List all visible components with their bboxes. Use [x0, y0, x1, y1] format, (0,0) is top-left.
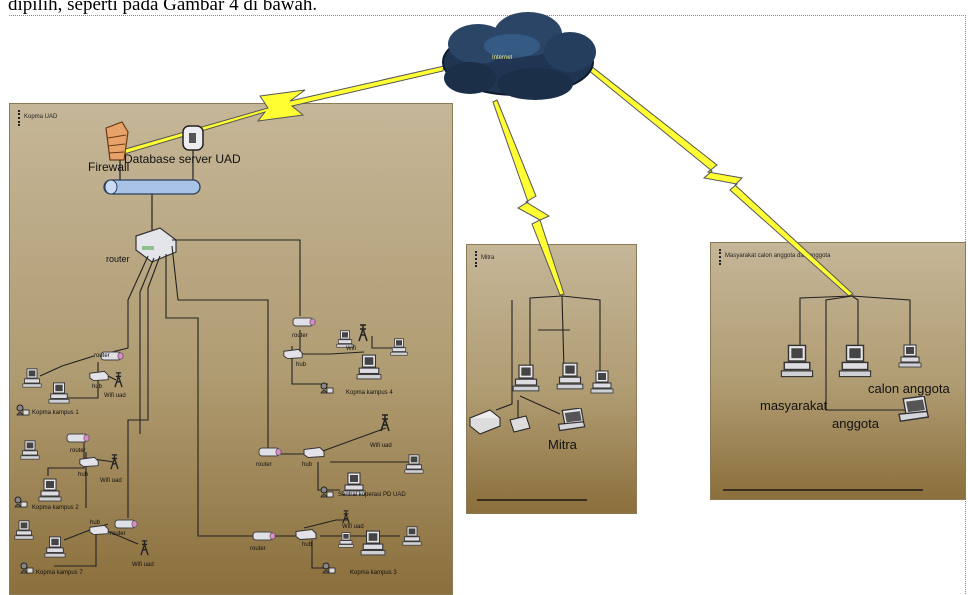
wifi-2-label: Wifi uad — [100, 478, 122, 484]
panel-tick — [475, 251, 479, 267]
kopma-1-label: Kopma kampus 1 — [32, 410, 79, 416]
hub-pd-icon — [303, 446, 325, 459]
kopma-2-label: Kopma kampus 2 — [32, 505, 79, 511]
database-server-icon — [182, 125, 204, 151]
hub-3-label: hub — [302, 542, 313, 548]
router-4-icon — [292, 317, 316, 327]
wifi-7-label: Wifi uad — [132, 562, 154, 568]
hub-7-icon — [89, 524, 109, 536]
lan-cables — [39, 239, 410, 569]
firewall-label: Firewall — [88, 160, 130, 174]
pc-icon — [838, 344, 872, 378]
pc-icon — [22, 368, 42, 388]
main-router-icon — [135, 227, 177, 263]
wifi-4-icon — [358, 324, 368, 342]
main-router-label: router — [106, 254, 130, 264]
user-icon — [322, 562, 336, 574]
calon-anggota-label: calon anggota — [868, 381, 950, 396]
wan-link-uad — [121, 65, 445, 155]
panel-title-masyarakat: Masyarakat calon anggota dan anggota — [725, 253, 831, 259]
wifi-3-label: Wifi uad — [342, 524, 364, 530]
pc-icon — [590, 370, 614, 394]
pc-icon — [14, 520, 34, 540]
wan-link-masyarakat — [581, 61, 854, 297]
pc-icon — [360, 530, 386, 556]
wifi-3-icon — [342, 510, 350, 524]
pc-icon — [44, 536, 66, 558]
panel-footer-line — [723, 489, 923, 491]
user-icon — [16, 404, 30, 416]
router-2-icon — [66, 433, 90, 443]
pc-icon — [336, 330, 354, 348]
database-server-label: Database server UAD — [124, 152, 241, 166]
kopma-7-label: Kopma kampus 7 — [36, 570, 83, 576]
wifi-1-label: Wifi uad — [104, 393, 126, 399]
pc-icon — [402, 526, 422, 546]
pc-icon — [556, 362, 584, 390]
pc-icon — [780, 344, 814, 378]
router-7-label: router — [110, 531, 126, 537]
pc-icon — [338, 532, 354, 548]
hub-1-label: hub — [92, 384, 103, 390]
kopma-pd-label: Sentral koperasi PD UAD — [338, 492, 406, 498]
router-4-label: router — [292, 333, 308, 339]
pc-icon — [404, 454, 424, 474]
printer-icon — [469, 409, 501, 435]
router-1-label: router — [94, 353, 110, 359]
user-icon — [320, 486, 334, 498]
router-3-label: router — [250, 546, 266, 552]
user-icon — [20, 562, 34, 574]
pc-icon — [390, 338, 408, 356]
panel-tick — [719, 249, 723, 265]
wifi-4-label: Wifi — [346, 346, 356, 352]
router-pd-label: router — [256, 462, 272, 468]
user-icon — [320, 382, 334, 394]
backbone-bus-icon — [103, 179, 201, 195]
pc-icon — [20, 440, 40, 460]
panel-kopma-uad: Kopma UAD — [9, 103, 453, 595]
pc-icon — [356, 354, 382, 380]
page-caption: dipilih, seperti pada Gambar 4 di bawah. — [8, 0, 318, 15]
wifi-7-icon — [140, 540, 149, 556]
router-7-icon — [114, 519, 138, 529]
router-pd-icon — [258, 447, 282, 457]
pc-icon — [48, 382, 70, 404]
panel-footer-line — [477, 499, 587, 501]
mitra-cables — [495, 295, 601, 430]
mitra-label: Mitra — [548, 437, 577, 452]
laptop-icon — [898, 396, 930, 422]
router-3-icon — [252, 531, 276, 541]
wan-link-mitra — [492, 99, 565, 296]
user-icon — [14, 496, 28, 508]
pc-icon — [512, 364, 540, 392]
anggota-label: anggota — [832, 416, 879, 431]
kopma-4-label: Kopma kampus 4 — [346, 390, 393, 396]
internet-cloud-icon — [442, 12, 596, 100]
masyarakat-label: masyarakat — [760, 398, 828, 413]
phone-icon — [509, 415, 531, 433]
kopma-3-label: Kopma kampus 3 — [350, 570, 397, 576]
hub-3-icon — [295, 528, 317, 541]
router-2-label: router — [70, 448, 86, 454]
pc-icon — [38, 478, 62, 502]
wifi-pd-label: Wifi uad — [370, 443, 392, 449]
firewall-icon — [105, 121, 129, 161]
hub-2-label: hub — [78, 472, 89, 478]
pc-icon — [898, 344, 922, 368]
panel-title-kopma-uad: Kopma UAD — [24, 114, 58, 120]
masyarakat-cables — [799, 295, 920, 411]
hub-2-icon — [79, 456, 99, 468]
hub-pd-label: hub — [302, 462, 313, 468]
panel-tick — [18, 110, 22, 126]
hub-4-label: hub — [296, 362, 307, 368]
laptop-icon — [557, 408, 586, 432]
wifi-1-icon — [114, 372, 123, 388]
hub-1-icon — [89, 370, 109, 382]
cloud-label: Internet — [492, 55, 513, 61]
hub-4-icon — [283, 348, 303, 360]
panel-title-mitra: Mitra — [481, 255, 495, 261]
hub-7-label: hub — [90, 520, 101, 526]
